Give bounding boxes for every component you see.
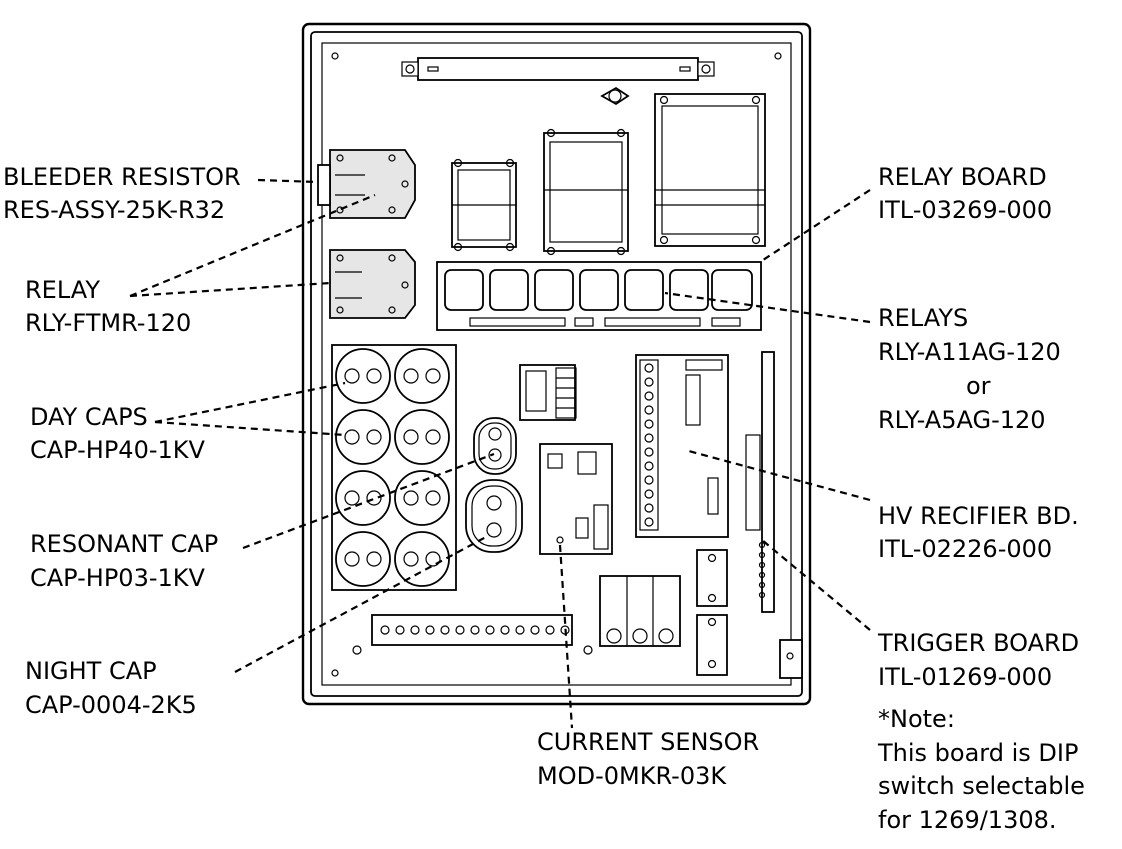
current-sensor-label: CURRENT SENSOR: [537, 728, 759, 756]
fuse-blocks: [599, 549, 728, 676]
current-sensor-component: [539, 443, 613, 555]
bleeder-resistor-label: BLEEDER RESISTOR: [3, 163, 241, 191]
relays-part-1: RLY-A11AG-120: [878, 338, 1061, 366]
relay-label: RELAY: [25, 276, 100, 304]
connector-module: [519, 364, 577, 421]
note-line-4: for 1269/1308.: [878, 806, 1057, 834]
day-caps-component: [331, 344, 457, 591]
top-mounting-bar: [401, 57, 715, 81]
night-cap-part: CAP-0004-2K5: [25, 691, 197, 719]
leader-lines: [129, 178, 871, 729]
small-transformer: [451, 158, 517, 252]
trigger-board-component: [745, 351, 775, 613]
day-caps-label: DAY CAPS: [30, 403, 148, 431]
transistor-component: [600, 86, 630, 106]
resonant-cap-component: [473, 417, 517, 475]
hv-rectifier-board-component: [635, 354, 729, 538]
relay-part: RLY-FTMR-120: [25, 309, 191, 337]
trigger-board-part: ITL-01269-000: [878, 663, 1052, 691]
note-line-3: switch selectable: [878, 772, 1085, 800]
relay-board-part: ITL-03269-000: [878, 196, 1052, 224]
hv-rectifier-part: ITL-02226-000: [878, 535, 1052, 563]
large-transformer: [654, 93, 766, 247]
note-line-1: *Note:: [878, 705, 955, 733]
medium-transformer: [543, 128, 629, 256]
note-line-2: This board is DIP: [877, 739, 1078, 767]
day-caps-part: CAP-HP40-1KV: [30, 436, 206, 464]
relay-board-component: [436, 261, 762, 331]
relays-label: RELAYS: [878, 304, 968, 332]
hv-rectifier-label: HV RECIFIER BD.: [878, 502, 1079, 530]
bleeder-resistor-part: RES-ASSY-25K-R32: [3, 196, 225, 224]
bleeder-resistor-component: [317, 149, 416, 219]
terminal-strip: [352, 614, 593, 655]
resonant-cap-part: CAP-HP03-1KV: [30, 564, 206, 592]
relays-part-2: RLY-A5AG-120: [878, 406, 1046, 434]
night-cap-component: [465, 479, 523, 553]
resonant-cap-label: RESONANT CAP: [30, 530, 218, 558]
relay-component: [329, 249, 416, 319]
night-cap-label: NIGHT CAP: [25, 657, 157, 685]
relays-or: or: [966, 372, 991, 400]
current-sensor-part: MOD-0MKR-03K: [537, 762, 727, 790]
relay-board-label: RELAY BOARD: [878, 163, 1047, 191]
trigger-board-label: TRIGGER BOARD: [877, 629, 1079, 657]
